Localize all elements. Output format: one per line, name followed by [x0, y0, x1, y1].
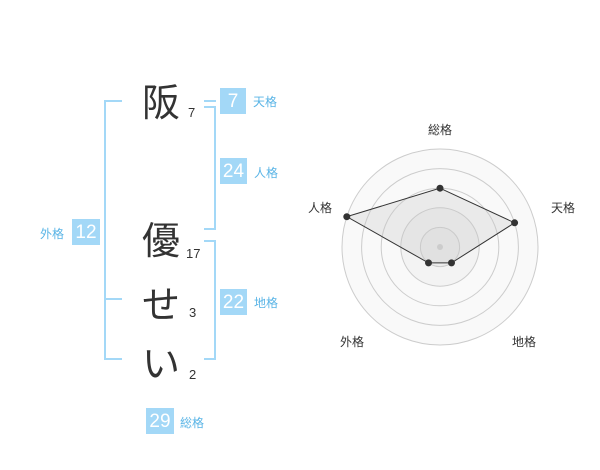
- stroke-count-1: 7: [188, 105, 196, 120]
- gaikaku-bracket-mid: [104, 298, 122, 300]
- chikaku-bracket: [204, 240, 216, 360]
- chikaku-label: 地格: [254, 296, 279, 310]
- radar-points: [343, 184, 519, 267]
- gaikaku-label: 外格: [40, 227, 65, 241]
- radar-point: [425, 259, 432, 267]
- radar-point: [511, 219, 519, 227]
- stroke-count-2: 17: [186, 246, 201, 261]
- name-char-3: せ: [142, 283, 181, 327]
- radar-axis-label-chikaku: 地格: [512, 335, 537, 349]
- radar-axis-label-jinkaku: 人格: [308, 201, 333, 215]
- tenkaku-badge: 7: [220, 88, 246, 114]
- radar-axis-label-soukaku: 総格: [428, 123, 453, 137]
- radar-axis-label-gaikaku: 外格: [340, 335, 365, 349]
- tenkaku-label: 天格: [253, 95, 278, 109]
- stroke-count-4: 2: [189, 367, 197, 382]
- soukaku-label: 総格: [180, 416, 205, 430]
- radar-point: [436, 184, 444, 192]
- tenkaku-bracket: [204, 100, 216, 102]
- jinkaku-bracket: [204, 106, 216, 230]
- chikaku-badge: 22: [220, 289, 247, 315]
- radar-point: [448, 259, 455, 267]
- soukaku-badge: 29: [146, 408, 174, 434]
- name-char-2: 優: [142, 219, 181, 263]
- name-char-4: い: [142, 342, 181, 386]
- stroke-count-3: 3: [189, 305, 197, 320]
- gaikaku-value: 12: [75, 221, 97, 243]
- name-char-1: 阪: [142, 81, 181, 125]
- gaikaku-badge: 12: [72, 219, 100, 245]
- radar-center-dot: [437, 244, 443, 250]
- soukaku-value: 29: [149, 410, 171, 432]
- jinkaku-badge: 24: [220, 158, 247, 184]
- tenkaku-value: 7: [227, 90, 239, 112]
- gaikaku-bracket: [104, 100, 122, 360]
- radar-area: [345, 187, 516, 264]
- radar-point: [343, 213, 351, 221]
- jinkaku-label: 人格: [254, 166, 279, 180]
- jinkaku-value: 24: [222, 160, 245, 182]
- chikaku-value: 22: [222, 291, 245, 313]
- radar-axis-label-tenkaku: 天格: [551, 201, 576, 215]
